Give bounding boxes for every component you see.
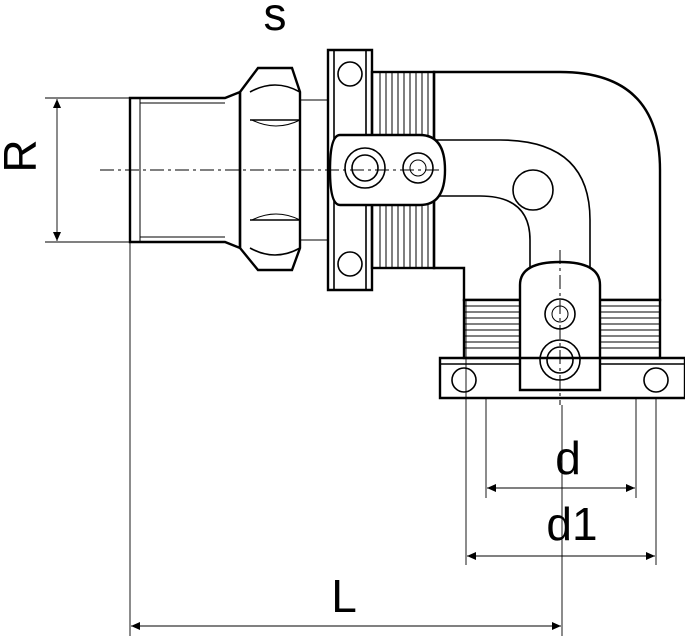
label-s: s bbox=[264, 0, 287, 40]
label-d1: d1 bbox=[546, 498, 597, 550]
dimension-r: R bbox=[0, 97, 130, 243]
center-lines bbox=[100, 169, 561, 405]
dimension-d: d bbox=[485, 398, 637, 498]
bottom-flange bbox=[438, 356, 685, 400]
dimension-l: L bbox=[129, 242, 563, 636]
label-d: d bbox=[555, 432, 581, 484]
hex-nut bbox=[238, 66, 328, 272]
dimension-d1: d1 bbox=[465, 300, 657, 565]
label-r: R bbox=[0, 139, 46, 172]
vertical-flange bbox=[326, 48, 374, 292]
dimension-s: s bbox=[264, 0, 287, 40]
label-l: L bbox=[331, 570, 357, 622]
